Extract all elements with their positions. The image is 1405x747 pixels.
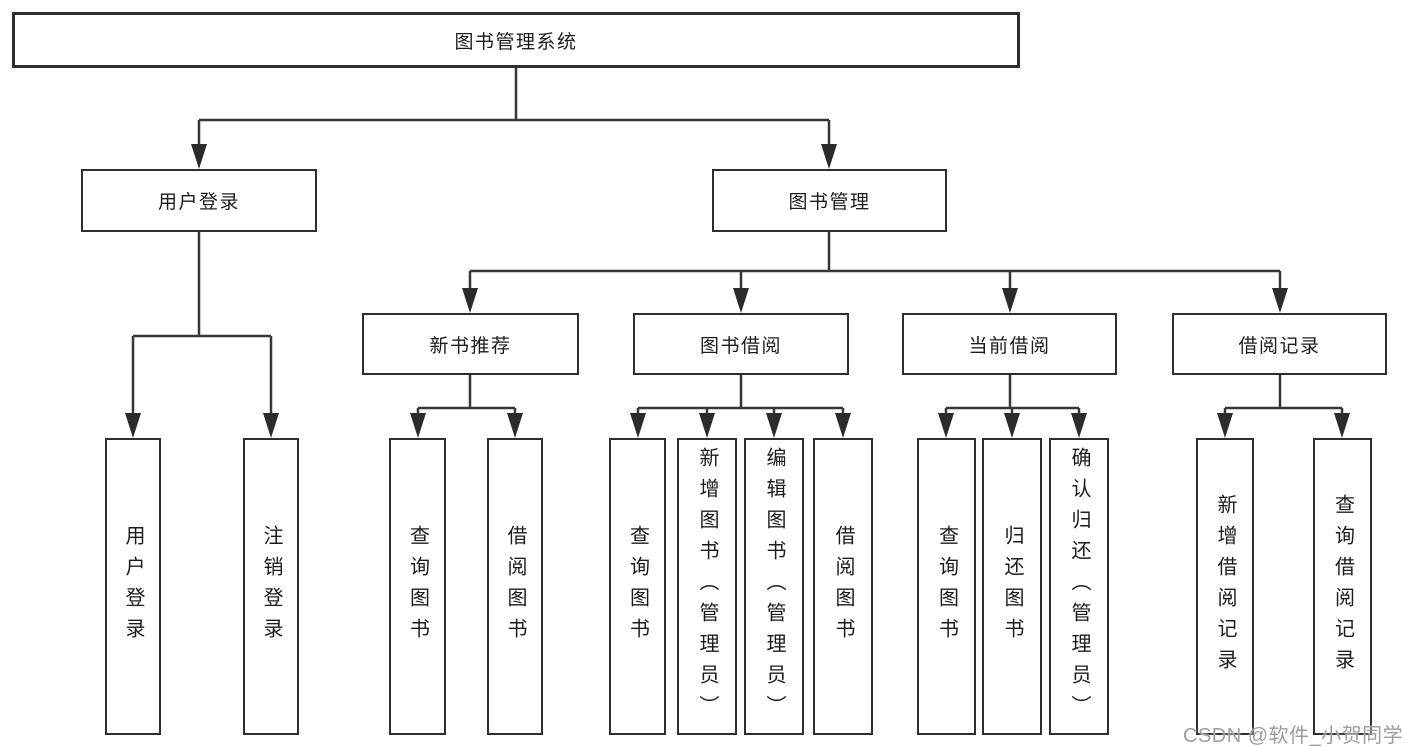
arrowhead-icon	[821, 144, 837, 169]
arrowhead-icon	[462, 288, 478, 313]
connector-user-login-to-leaves	[125, 232, 279, 438]
arrowhead-icon	[1217, 413, 1233, 438]
node-label: 新增借阅记录	[1214, 493, 1236, 680]
node-label: 编辑图书（管理员）	[763, 447, 785, 726]
leaf-current-return-book: 归还图书	[982, 438, 1042, 735]
node-label: 当前借阅	[968, 335, 1051, 357]
arrowhead-icon	[1334, 413, 1350, 438]
watermark: CSDN @软件_小贺同学	[1183, 725, 1404, 747]
leaf-user-login: 用户登录	[105, 438, 161, 735]
leaf-borrow-edit-book-admin: 编辑图书（管理员）	[744, 438, 804, 735]
arrowhead-icon	[410, 413, 426, 438]
connector-current-borrow-to-leaves	[938, 375, 1087, 438]
node-label: 查询图书	[935, 524, 958, 649]
node-label: 图书借阅	[699, 335, 782, 357]
leaf-current-query-book: 查询图书	[917, 438, 976, 735]
leaf-logout: 注销登录	[243, 438, 299, 735]
arrowhead-icon	[1002, 288, 1018, 313]
arrowhead-icon	[263, 413, 279, 438]
arrowhead-icon	[1004, 413, 1020, 438]
arrowhead-icon	[733, 288, 749, 313]
node-label: 图书管理	[788, 192, 871, 213]
arrowhead-icon	[938, 413, 954, 438]
arrowhead-icon	[191, 144, 207, 169]
connector-book-management-to-level3	[462, 232, 1288, 313]
node-label: 确认归还（管理员）	[1068, 447, 1090, 726]
node-user-login-branch: 用户登录	[81, 169, 317, 232]
leaf-current-confirm-return-admin: 确认归还（管理员）	[1049, 438, 1109, 735]
node-label: 查询借阅记录	[1331, 493, 1354, 680]
node-label: 借阅图书	[832, 524, 854, 649]
leaf-recommend-borrow-book: 借阅图书	[487, 438, 543, 735]
node-label: 用户登录	[122, 524, 144, 649]
node-book-borrow: 图书借阅	[633, 313, 849, 375]
leaf-records-add-record: 新增借阅记录	[1196, 438, 1254, 735]
connector-borrow-records-to-leaves	[1217, 375, 1350, 438]
connector-root-to-level2	[191, 68, 837, 169]
connector-book-borrow-to-leaves	[630, 375, 851, 438]
arrowhead-icon	[630, 413, 646, 438]
leaf-borrow-query-book: 查询图书	[609, 438, 666, 735]
connector-new-book-recommend-to-leaves	[410, 375, 523, 438]
leaf-records-query-record: 查询借阅记录	[1313, 438, 1372, 735]
node-label: 图书管理系统	[454, 31, 578, 53]
arrowhead-icon	[1272, 288, 1288, 313]
node-book-management-branch: 图书管理	[712, 169, 947, 232]
arrowhead-icon	[766, 413, 782, 438]
arrowhead-icon	[699, 413, 715, 438]
node-label: 新增图书（管理员）	[696, 447, 718, 726]
arrowhead-icon	[835, 413, 851, 438]
node-label: 查询图书	[406, 524, 429, 649]
arrowhead-icon	[1071, 413, 1087, 438]
node-label: 注销登录	[260, 524, 282, 649]
arrowhead-icon	[507, 413, 523, 438]
node-borrow-records: 借阅记录	[1172, 313, 1387, 375]
leaf-borrow-add-book-admin: 新增图书（管理员）	[677, 438, 737, 735]
node-label: 借阅图书	[504, 524, 526, 649]
node-label: 归还图书	[1001, 524, 1023, 649]
node-label: 借阅记录	[1238, 335, 1321, 357]
node-label: 用户登录	[157, 192, 240, 213]
node-library-management-system: 图书管理系统	[12, 12, 1020, 68]
leaf-borrow-borrow-book: 借阅图书	[813, 438, 873, 735]
node-current-borrow: 当前借阅	[902, 313, 1117, 375]
node-label: 查询图书	[626, 524, 649, 649]
node-new-book-recommend: 新书推荐	[362, 313, 579, 375]
arrowhead-icon	[125, 413, 141, 438]
node-label: 新书推荐	[429, 335, 512, 357]
leaf-recommend-query-book: 查询图书	[389, 438, 446, 735]
